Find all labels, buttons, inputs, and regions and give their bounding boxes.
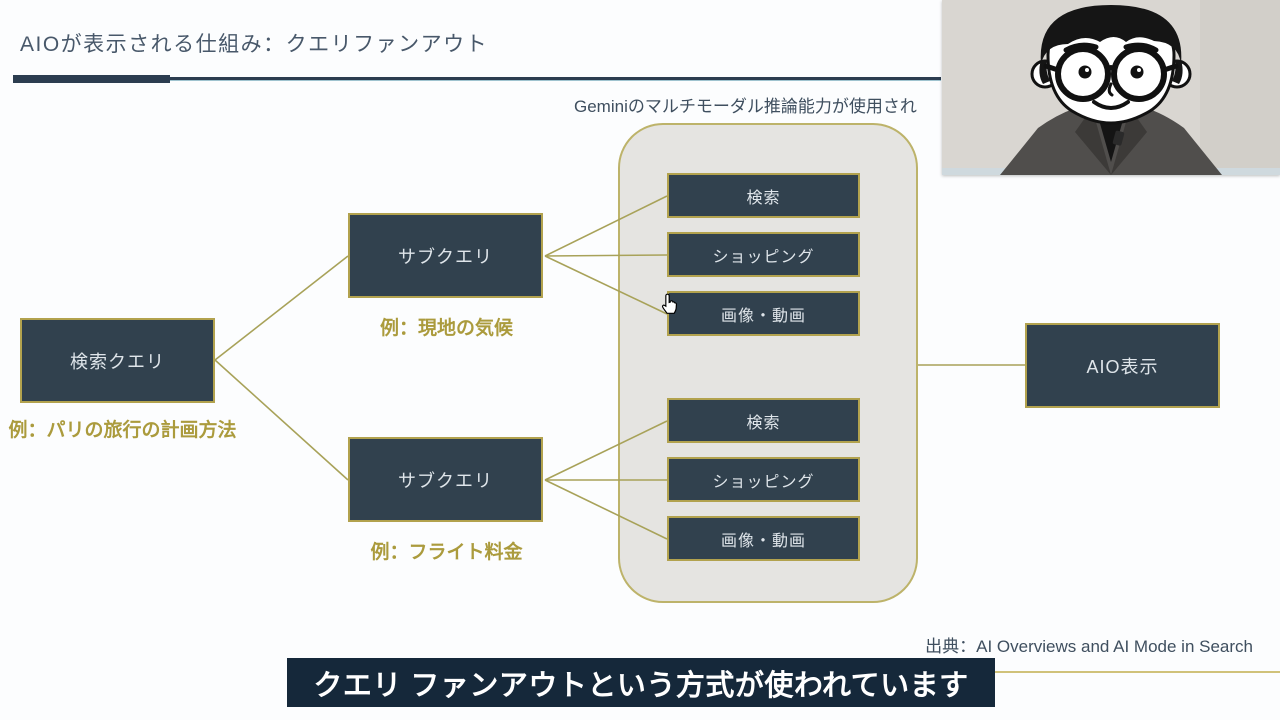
service-box-images-2: 画像・動画: [667, 516, 860, 561]
presenter-webcam: [942, 0, 1280, 175]
node-search-query: 検索クエリ: [20, 318, 215, 403]
subtitle-text: クエリ ファンアウトという方式が使われています: [313, 669, 969, 702]
title-underline-accent: [13, 75, 170, 83]
presenter-avatar: [942, 0, 1280, 175]
service-box-images-1: 画像・動画: [667, 291, 860, 336]
title-underline: [170, 77, 941, 81]
service-box-search-2: 検索: [667, 398, 860, 443]
subtitle-bar: クエリ ファンアウトという方式が使われています: [287, 658, 995, 707]
gemini-caption: Geminiのマルチモーダル推論能力が使用され: [574, 97, 917, 116]
mouse-cursor-icon: [661, 293, 678, 314]
node-subquery-1: サブクエリ: [348, 213, 543, 298]
node-subquery-2: サブクエリ: [348, 437, 543, 522]
node-aio-display: AIO表示: [1025, 323, 1220, 408]
source-citation: 出典：AI Overviews and AI Mode in Search: [925, 637, 1253, 656]
slide-title: AIOが表示される仕組み：クエリファンアウト: [20, 33, 489, 56]
service-box-shopping-1: ショッピング: [667, 232, 860, 277]
bottom-accent-line: [995, 671, 1280, 673]
subquery-2-example-label: 例：フライト料金: [370, 542, 523, 563]
subquery-1-example-label: 例：現地の気候: [379, 318, 513, 339]
service-box-search-1: 検索: [667, 173, 860, 218]
service-box-shopping-2: ショッピング: [667, 457, 860, 502]
query-example-label: 例：パリの旅行の計画方法: [8, 420, 237, 441]
